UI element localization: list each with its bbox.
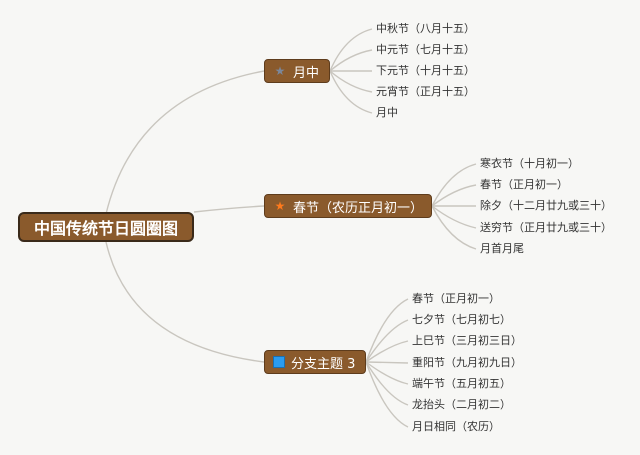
link-branch-3-leaf-6 [365,361,409,406]
link-branch-1-leaf-1 [329,28,373,72]
link-branch-3-leaf-7 [365,361,409,428]
link-branch-2-leaf-1 [431,163,477,207]
link-branch-3-leaf-4 [365,361,409,364]
star-icon: ★ [274,64,286,78]
leaf-topic[interactable]: 下元节（十月十五） [376,64,475,77]
leaf-topic[interactable]: 春节（正月初一） [480,178,568,191]
link-branch-1-leaf-2 [329,49,373,72]
leaf-topic[interactable]: 重阳节（九月初九日） [412,356,522,369]
link-root-branch-3 [105,241,265,363]
leaf-topic[interactable]: 龙抬头（二月初二） [412,398,511,411]
leaf-topic[interactable]: 除夕（十二月廿九或三十） [480,199,612,212]
link-branch-3-leaf-5 [365,361,409,385]
link-branch-3-leaf-2 [365,319,409,363]
branch-topic-1-label: 月中 [293,65,320,81]
leaf-topic[interactable]: 端午节（五月初五） [412,377,511,390]
leaf-topic[interactable]: 春节（正月初一） [412,292,500,305]
link-branch-2-leaf-5 [431,205,477,250]
link-root-branch-2 [193,205,265,213]
leaf-topic[interactable]: 中元节（七月十五） [376,43,475,56]
branch-topic-3-label: 分支主题 3 [291,356,356,372]
link-branch-3-leaf-1 [365,298,409,363]
leaf-topic[interactable]: 月日相同（农历） [412,420,500,433]
link-root-branch-1 [105,70,265,215]
branch-topic-2-label: 春节（农历正月初一） [293,200,424,216]
link-branch-2-leaf-4 [431,205,477,229]
leaf-topic[interactable]: 寒衣节（十月初一） [480,157,579,170]
leaf-topic[interactable]: 月首月尾 [480,242,524,255]
root-topic[interactable]: 中国传统节日圆圈图 [18,212,194,242]
branch-topic-2[interactable]: ★ 春节（农历正月初一） [264,194,432,218]
star-icon: ★ [274,199,286,213]
leaf-topic[interactable]: 七夕节（七月初七） [412,313,511,326]
link-branch-1-leaf-5 [329,70,373,114]
link-branch-3-leaf-3 [365,340,409,363]
link-branch-2-leaf-2 [431,184,477,207]
leaf-topic[interactable]: 送穷节（正月廿九或三十） [480,221,612,234]
link-branch-1-leaf-4 [329,70,373,93]
leaf-topic[interactable]: 中秋节（八月十五） [376,22,475,35]
branch-topic-1[interactable]: ★ 月中 [264,59,330,83]
square-icon [273,356,285,368]
root-topic-label: 中国传统节日圆圈图 [33,219,178,238]
leaf-topic[interactable]: 元宵节（正月十五） [376,85,475,98]
leaf-topic[interactable]: 上巳节（三月初三日） [412,334,522,347]
branch-topic-3[interactable]: 分支主题 3 [264,350,366,374]
leaf-topic[interactable]: 月中 [376,106,398,119]
